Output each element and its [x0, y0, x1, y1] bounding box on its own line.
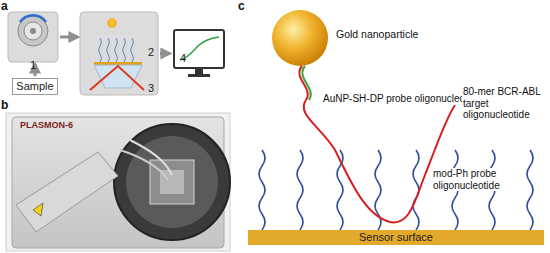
prism [94, 65, 142, 88]
sensor-disc [18, 16, 48, 46]
mod-ph-probe-strand [297, 150, 303, 230]
flow-arrow [160, 52, 170, 55]
mod-ph-probe-strand [259, 150, 265, 230]
flow-arc [20, 15, 46, 22]
node-text: 2 [146, 46, 156, 59]
probe-strand [131, 38, 134, 62]
optics-box: 23 [80, 12, 158, 95]
aunp-probe-strand [302, 66, 310, 100]
sensor-disc-ring [24, 22, 42, 40]
chamber-ring [126, 136, 218, 228]
instrument-box: 1 [8, 12, 58, 62]
sample-box: Sample [12, 78, 58, 95]
panel-letter: a [1, 0, 8, 14]
gold-nanoparticle [272, 10, 328, 66]
part-label: AuNP-SH-DP probe oligonucleotide [322, 93, 482, 105]
probe-strand [115, 38, 118, 62]
sample-holder [150, 160, 194, 204]
part-label: 80-mer BCR-ABL target oligonucleotide [462, 86, 548, 121]
instrument-panel [8, 12, 58, 62]
node-text: Sample [16, 80, 53, 93]
laser-module [16, 152, 118, 232]
probe-strand [99, 38, 102, 62]
laser-warning-sign [33, 203, 43, 216]
monitor-screen [174, 30, 224, 68]
part-label: Gold nanoparticle [336, 28, 418, 40]
part-label: mod-Ph probe oligonucleotide [432, 168, 516, 191]
tubing [130, 140, 172, 175]
monitor-box: 4 [172, 28, 226, 78]
panel-letter: c [238, 0, 245, 14]
probe-strand [107, 38, 110, 62]
node-text: 4 [178, 52, 188, 65]
measurement-chamber [114, 124, 230, 240]
optics-panel [80, 12, 158, 95]
sensor-disc-hub [30, 28, 36, 34]
node-text: 3 [146, 82, 156, 95]
device-name: PLASMON-6 [20, 120, 73, 130]
monitor-stand [195, 68, 203, 74]
sensor-surface-band: Sensor surface [248, 230, 544, 245]
photo-frame [6, 113, 230, 251]
node-text: Sensor surface [248, 231, 544, 244]
probe-strand [123, 38, 126, 62]
node-text: 1 [8, 59, 58, 72]
nanoparticle-icon [107, 18, 117, 28]
mod-ph-probe-strand [527, 150, 533, 230]
tubing [120, 150, 168, 180]
flow-arrow [60, 36, 78, 39]
monitor-base [188, 74, 210, 77]
target-strand [299, 66, 455, 222]
panel-letter: b [1, 99, 8, 113]
laser-beam [90, 66, 144, 90]
mod-ph-probe-strand [413, 150, 419, 230]
